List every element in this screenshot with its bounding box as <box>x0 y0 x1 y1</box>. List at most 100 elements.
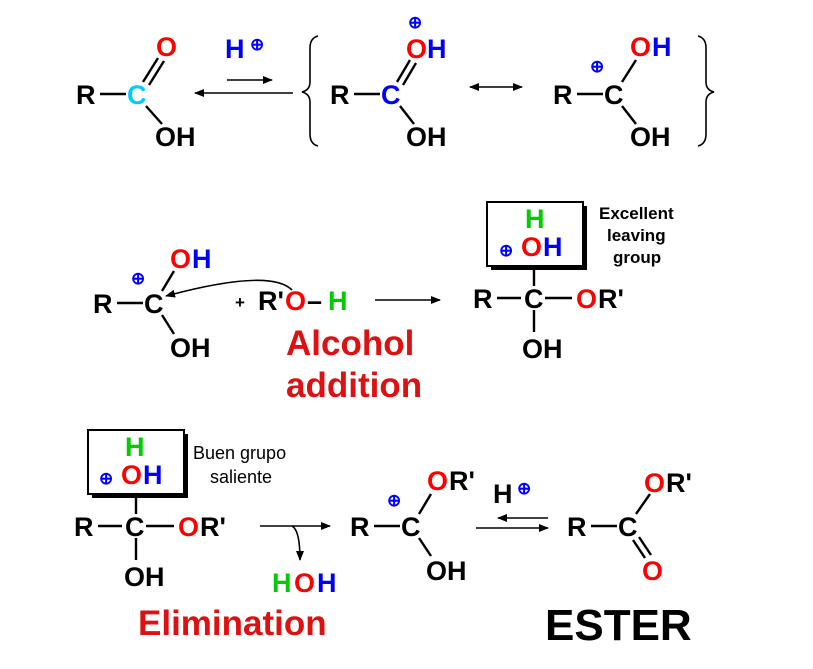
ether-group: O R' <box>644 468 692 498</box>
atom-c-cyan: C <box>127 80 147 110</box>
bond-c-o-double-a <box>395 59 412 83</box>
plus-charge-icon: ⊕ <box>387 491 401 510</box>
atom-h-blue: H <box>192 244 212 274</box>
bond-c-oh-top <box>620 59 638 83</box>
note-line-2: leaving <box>607 226 666 245</box>
curly-bracket-right-icon <box>697 35 715 147</box>
atom-r-prime: R' <box>666 468 692 498</box>
atom-h-blue: H <box>652 32 672 62</box>
atom-c: C <box>604 80 624 110</box>
atom-oh: OH <box>426 556 467 586</box>
hydroxyl-group: O H <box>406 34 447 64</box>
plus-charge-icon: ⊕ <box>517 479 531 498</box>
atom-c: C <box>144 289 164 319</box>
atom-h-blue: H <box>143 460 163 490</box>
protonated-acid-molecule: R C ⊕ O H OH <box>330 13 447 152</box>
atom-o-red: O <box>630 32 651 62</box>
plus-charge-icon: ⊕ <box>590 57 604 76</box>
atom-h-blue: H <box>225 34 245 64</box>
atom-r: R <box>330 80 350 110</box>
oxocarbenium-molecule: R ⊕ C O R' OH <box>350 466 475 586</box>
tetrahedral-intermediate-2: H ⊕ O H R C O R' OH <box>74 429 226 592</box>
atom-h-blue: H <box>317 568 337 598</box>
curved-water-loss-arrow-icon <box>291 525 304 561</box>
buen-grupo-saliente-note: Buen grupo saliente <box>193 443 286 487</box>
atom-h-blue: H <box>543 232 563 262</box>
ether-group: O R' <box>576 284 624 314</box>
equilibrium-arrow-icon <box>194 76 293 97</box>
atom-oh: OH <box>522 334 563 364</box>
elimination-caption: Elimination <box>138 604 327 643</box>
atom-o-red: O <box>121 460 142 490</box>
bond-c-oh <box>418 537 432 557</box>
atom-o-red: O <box>170 244 191 274</box>
carbocation-molecule: R ⊕ C O H OH <box>93 244 212 363</box>
hydroxyl-group: O H <box>630 32 672 62</box>
atom-oh: OH <box>630 122 671 152</box>
atom-r: R <box>74 512 94 542</box>
ether-group: O R' <box>178 512 226 542</box>
atom-r: R <box>93 289 113 319</box>
atom-o-red: O <box>285 286 306 316</box>
caption-line-1: Alcohol <box>286 324 414 363</box>
plus-charge-icon: ⊕ <box>131 269 145 288</box>
curly-bracket-left-icon <box>301 35 319 147</box>
leaving-group-box <box>486 201 584 267</box>
atom-r-prime: R' <box>258 286 284 316</box>
bond-c-oh-top <box>160 270 176 292</box>
atom-o-red: O <box>521 232 542 262</box>
atom-c: C <box>401 512 421 542</box>
water-molecule: H O H <box>272 568 337 598</box>
atom-oh: OH <box>406 122 447 152</box>
note-line-1: Excellent <box>599 204 674 223</box>
excellent-leaving-group-note: Excellent leaving group <box>599 204 674 267</box>
atom-o-red: O <box>294 568 315 598</box>
bond-c-o-double-b <box>147 60 166 86</box>
hydroxyl-group: O H <box>521 232 563 262</box>
caption-line-2: addition <box>286 366 422 405</box>
bond-c-o-double-b <box>401 62 418 86</box>
hydroxyl-group: O H <box>121 460 163 490</box>
atom-r: R <box>553 80 573 110</box>
bond-c-o-double-b <box>638 536 652 556</box>
note-line-1: Buen grupo <box>193 443 286 463</box>
atom-c: C <box>125 512 145 542</box>
atom-r-prime: R' <box>449 466 475 496</box>
hydroxyl-group: O H <box>170 244 212 274</box>
atom-c-blue: C <box>381 80 401 110</box>
atom-o-red: O <box>642 556 663 586</box>
curved-electron-arrow-icon <box>165 279 293 298</box>
bond-c-or <box>417 493 433 515</box>
bond-c-oh <box>145 105 163 125</box>
atom-oh: OH <box>124 562 165 592</box>
note-line-2: saliente <box>210 467 272 487</box>
bond-c-o-double-a <box>141 57 160 83</box>
atom-r: R <box>567 512 587 542</box>
atom-oh: OH <box>170 333 211 363</box>
atom-oh: OH <box>155 122 196 152</box>
plus-charge-icon: ⊕ <box>499 241 513 260</box>
atom-o-red: O <box>178 512 199 542</box>
bond-c-oh <box>621 105 637 125</box>
ester-caption: ESTER <box>545 601 692 650</box>
alcohol-molecule: R' O – H <box>258 286 348 316</box>
atom-c: C <box>524 284 544 314</box>
atom-r: R <box>473 284 493 314</box>
bond-dash: – <box>307 286 322 316</box>
proton-catalyst-2: H ⊕ <box>493 479 531 509</box>
bond-c-oh <box>160 314 176 335</box>
plus-sign: + <box>235 293 245 312</box>
atom-h: H <box>493 479 513 509</box>
plus-charge-icon: ⊕ <box>99 469 113 488</box>
plus-charge-icon: ⊕ <box>408 13 422 32</box>
alcohol-addition-caption: Alcohol addition <box>286 324 422 405</box>
atom-c: C <box>618 512 638 542</box>
ester-molecule: R C O R' O <box>567 468 692 586</box>
atom-h-green: H <box>125 432 145 462</box>
bond-c-or <box>635 493 651 515</box>
atom-h-green: H <box>525 204 545 234</box>
proton-catalyst-1: H ⊕ <box>225 34 264 64</box>
atom-o-red: O <box>644 468 665 498</box>
carboxylic-acid-molecule: R C O OH <box>76 32 196 152</box>
